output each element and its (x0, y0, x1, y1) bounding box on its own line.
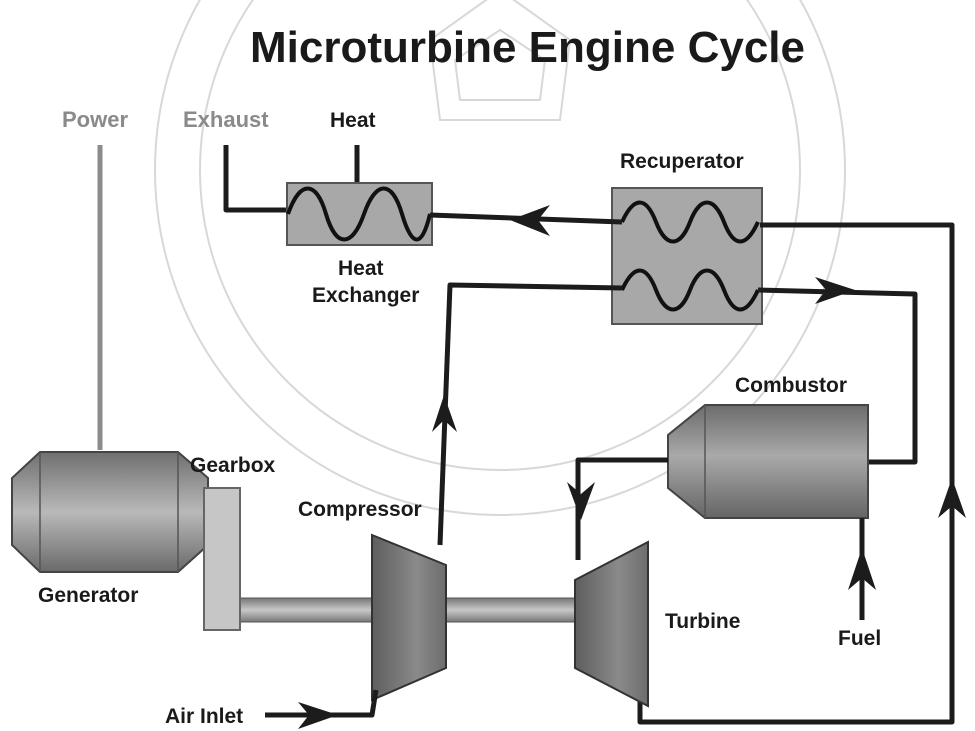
arrow-up-icon (432, 395, 457, 432)
heat-exchanger-label: Exchanger (312, 284, 419, 307)
arrow-up-icon (848, 548, 876, 590)
heat-label: Heat (330, 109, 376, 132)
generator-label: Generator (38, 584, 138, 607)
compressor (371, 533, 447, 702)
arrow-right-icon (815, 277, 855, 304)
gearbox-label: Gearbox (190, 454, 276, 477)
generator-edge (39, 452, 179, 572)
air-inlet-label: Air Inlet (165, 705, 243, 728)
exhaust-pipe (223, 145, 290, 213)
recuperator-lower-coil-icon (620, 268, 760, 312)
arrow-up-icon (938, 478, 966, 518)
heat-exchanger-label: Heat (338, 257, 384, 280)
gearbox (203, 487, 241, 631)
turbine (574, 540, 649, 708)
recuperator-label: Recuperator (620, 150, 744, 173)
exhaust-label: Exhaust (183, 107, 269, 132)
recuperator (611, 187, 763, 325)
combustor (667, 404, 869, 519)
recuperator-upper-coil-icon (620, 200, 760, 244)
hot-gas-pipe (575, 457, 668, 560)
turbine-label: Turbine (665, 610, 740, 633)
air-inlet-pipe (265, 689, 379, 718)
heat-exchanger (286, 182, 433, 246)
combustor-label: Combustor (735, 374, 847, 397)
diagram-title: Microturbine Engine Cycle (250, 23, 805, 72)
arrow-right-icon (298, 702, 338, 729)
heat-exchanger-coil-icon (286, 186, 432, 242)
fuel-label: Fuel (838, 627, 881, 650)
arrow-down-icon (567, 482, 595, 520)
arrow-left-icon (510, 205, 550, 236)
compressor-label: Compressor (298, 498, 422, 521)
watermark-seal (154, 0, 846, 516)
compressed-air-pipe (437, 282, 623, 546)
power-label: Power (62, 107, 128, 132)
